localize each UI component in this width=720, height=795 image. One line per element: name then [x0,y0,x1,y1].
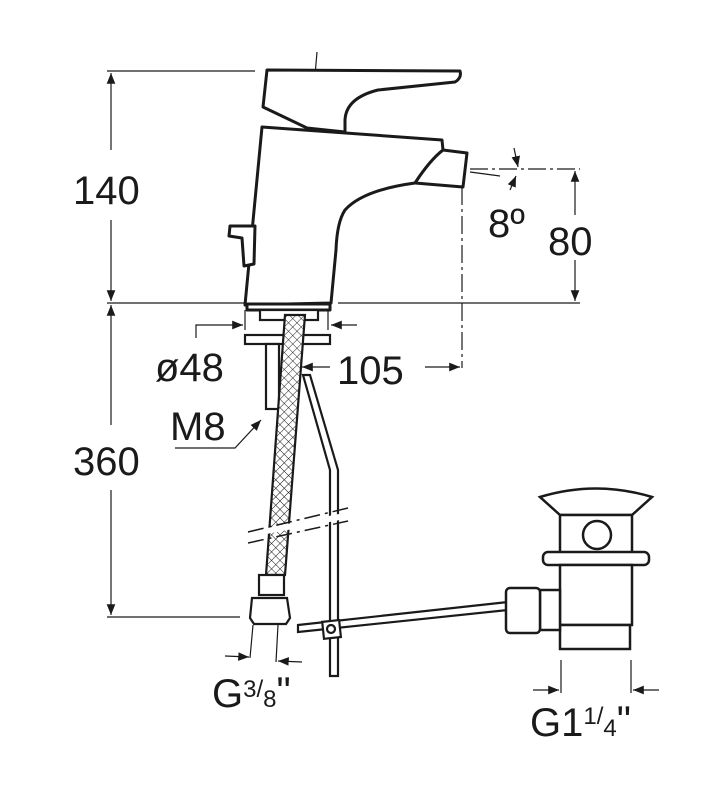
under-base-parts [243,308,510,678]
base-diameter-label: ø48 [155,346,224,390]
drain-flange [541,550,651,567]
knurled-nut [504,586,542,635]
drain-cap [537,487,655,517]
hose-nut [248,596,292,626]
hose-connection-label: G3/8" [212,670,291,716]
drain-waste [504,487,655,651]
popup-rod [301,373,340,678]
height-bottom-label: 360 [73,440,140,484]
threaded-rod [264,342,281,411]
height-top-label: 140 [73,169,140,213]
faucet-body [227,68,469,312]
drain-connection-label: G11/4" [530,699,631,745]
lever-handle [261,68,462,134]
labels: 140 360 80 8º ø48 105 M8 G3/8" G11/4" [73,169,631,745]
overflow-hole [581,519,613,551]
spout-angle-label: 8º [488,202,525,246]
popup-knob [227,224,257,268]
break-lines [247,507,349,544]
side-connector [538,588,562,632]
drain-body [558,563,634,627]
spout-reach-label: 105 [337,349,404,393]
rod-thread-label: M8 [170,405,226,449]
drain-thread [558,623,632,651]
faucet-body-shell [243,125,445,307]
hose-ferrule [257,573,286,597]
break-gap [244,512,351,538]
spout-height-label: 80 [548,220,593,264]
spout-nozzle [413,148,469,189]
